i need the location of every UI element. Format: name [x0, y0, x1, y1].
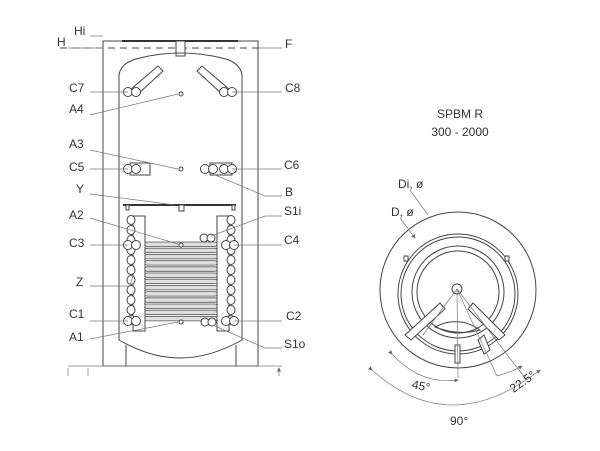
label-s1o: S1o — [284, 337, 306, 351]
coil-turn — [144, 284, 218, 291]
pipe-left — [404, 302, 446, 341]
label-c2: C2 — [286, 309, 302, 323]
coil-bend — [126, 215, 136, 225]
coil-turn — [144, 260, 218, 266]
coil-bend — [126, 305, 136, 315]
coil-bend — [226, 215, 236, 225]
coil-bend — [126, 275, 136, 285]
coil-turn — [144, 266, 218, 272]
label-c4: C4 — [284, 233, 300, 247]
upper-pipes — [123, 65, 237, 176]
label-angle-45: 45° — [411, 377, 432, 395]
coil-bend — [226, 255, 236, 265]
inner-tank — [118, 52, 243, 359]
tank-side-view: Hi H C7 A4 A3 C5 Y A2 C3 Z C1 A1 F C8 C6… — [57, 24, 306, 376]
coil-bend — [226, 285, 236, 295]
pipe-right — [467, 302, 506, 341]
coil-turn — [144, 253, 218, 260]
label-z: Z — [76, 275, 83, 289]
label-di: Di, ø — [398, 177, 424, 191]
coil-turn — [144, 278, 218, 285]
coil-bend — [126, 265, 136, 275]
label-s1i: S1i — [284, 204, 301, 218]
label-b: B — [285, 185, 293, 199]
coil-bend — [126, 295, 136, 305]
label-d: D, ø — [391, 205, 414, 219]
label-y: Y — [76, 182, 84, 196]
coil-turn — [144, 297, 218, 303]
label-c5: C5 — [69, 160, 85, 174]
coil-circle — [411, 245, 505, 339]
label-a2: A2 — [69, 208, 84, 222]
label-a3: A3 — [69, 137, 84, 151]
left-exchanger-frame — [132, 215, 146, 332]
label-a1: A1 — [69, 330, 84, 344]
model-title: SPBM R — [437, 107, 483, 121]
label-c7: C7 — [69, 81, 85, 95]
label-h: H — [57, 35, 66, 49]
coil-bend — [126, 255, 136, 265]
coil-turn — [144, 247, 218, 254]
label-a4: A4 — [69, 102, 84, 116]
label-c3: C3 — [69, 236, 85, 250]
sensor-a3 — [178, 166, 184, 172]
label-hi: Hi — [74, 24, 85, 38]
coil-bend — [226, 275, 236, 285]
coil-turn — [144, 309, 218, 316]
label-c1: C1 — [69, 307, 85, 321]
coil-bend — [226, 265, 236, 275]
coil-turn — [144, 291, 218, 297]
coil-turn — [144, 303, 218, 309]
coil-bend — [226, 295, 236, 305]
label-c8: C8 — [285, 81, 301, 95]
angle-dimensions — [367, 189, 541, 406]
model-range: 300 - 2000 — [431, 125, 489, 139]
label-c6: C6 — [284, 158, 300, 172]
coil-bend — [226, 305, 236, 315]
coil-turn — [144, 272, 218, 278]
coil-bend — [126, 285, 136, 295]
label-angle-90: 90° — [450, 414, 468, 428]
sensor-a4 — [178, 91, 184, 97]
label-angle-22-5: 22.5° — [507, 368, 538, 396]
tank-top-view: Di, ø D, ø 45° 22.5° 90° — [367, 177, 541, 428]
leader-lines — [68, 35, 282, 349]
top-flange — [175, 40, 186, 57]
label-f: F — [285, 37, 292, 51]
